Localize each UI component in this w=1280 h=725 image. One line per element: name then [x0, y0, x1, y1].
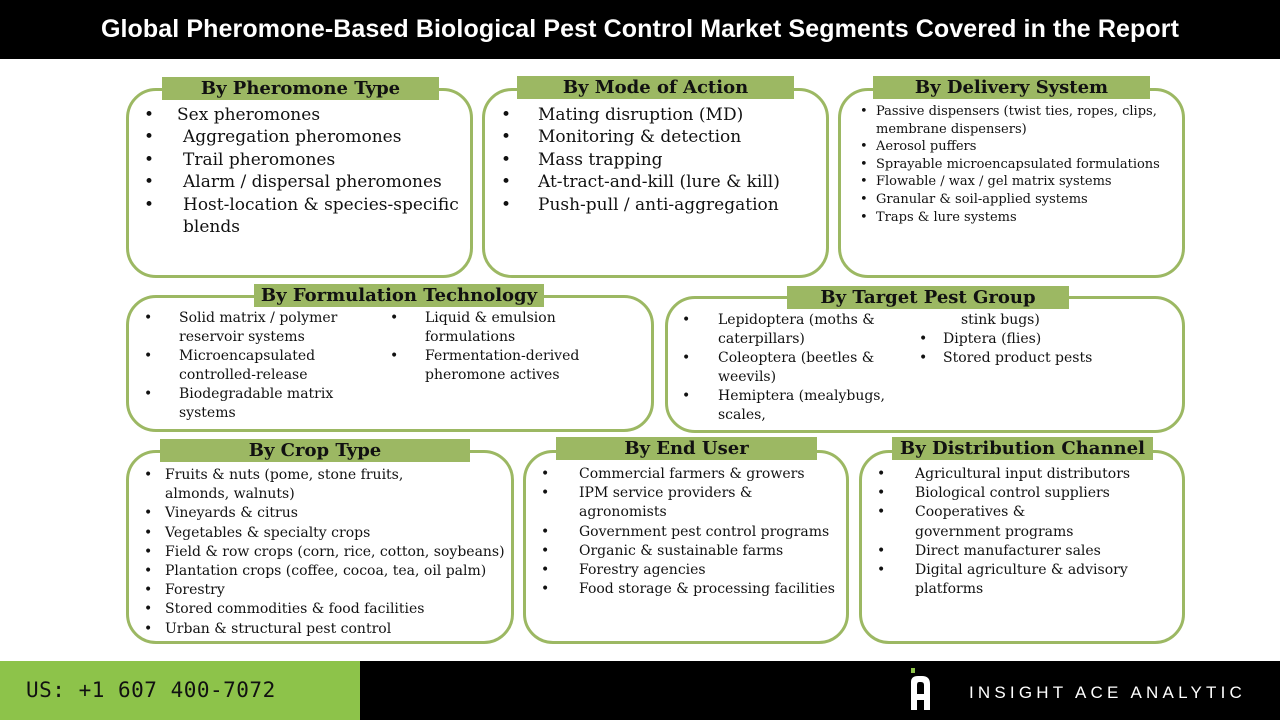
- list-item: Commercial farmers & growers: [541, 465, 842, 484]
- list-item: Aggregation pheromones: [144, 126, 465, 149]
- list-item: Vegetables & specialty crops: [144, 524, 505, 543]
- list-item: Aerosol puffers: [860, 138, 1161, 156]
- list-item: Organic & sustainable farms: [541, 542, 842, 561]
- list-item: Forestry: [144, 581, 505, 600]
- mode-of-action-list: Mating disruption (MD) Monitoring & dete…: [501, 104, 822, 217]
- list-item: At-tract-and-kill (lure & kill): [501, 171, 822, 194]
- list-item: Solid matrix / polymer reservoir systems: [144, 309, 385, 347]
- list-item: Plantation crops (coffee, cocoa, tea, oi…: [144, 562, 505, 581]
- target-pest-group-list-right: Diptera (flies) Stored product pests: [919, 330, 1120, 368]
- insight-ace-logo-icon: [911, 668, 930, 710]
- list-item: Passive dispensers (twist ties, ropes, c…: [860, 103, 1161, 138]
- end-user-heading: By End User: [556, 437, 817, 460]
- mode-of-action-heading: By Mode of Action: [517, 76, 794, 99]
- crop-type-list: Fruits & nuts (pome, stone fruits, almon…: [144, 466, 505, 639]
- list-item: Liquid & emulsion formulations: [390, 309, 621, 347]
- list-item: IPM service providers & agronomists: [541, 484, 759, 522]
- list-item: Biodegradable matrix systems: [144, 385, 385, 423]
- list-item: Sprayable microencapsulated formulations: [860, 156, 1161, 174]
- crop-type-heading: By Crop Type: [160, 439, 470, 462]
- list-item: Alarm / dispersal pheromones: [144, 171, 465, 194]
- footer-brand-bar: INSIGHT ACE ANALYTIC: [360, 661, 1280, 720]
- delivery-system-list: Passive dispensers (twist ties, ropes, c…: [860, 103, 1161, 227]
- list-item: Microencapsulated controlled-release: [144, 347, 385, 385]
- list-item: Forestry agencies: [541, 561, 842, 580]
- list-item: Flowable / wax / gel matrix systems: [860, 173, 1161, 191]
- list-item: Field & row crops (corn, rice, cotton, s…: [144, 543, 505, 562]
- list-item: Hemiptera (mealybugs, scales,: [682, 387, 933, 425]
- target-pest-group-continuation: stink bugs): [961, 312, 1040, 328]
- list-item: Diptera (flies): [919, 330, 1120, 349]
- list-item: Fermentation-derived pheromone actives: [390, 347, 621, 385]
- page-title: Global Pheromone-Based Biological Pest C…: [0, 0, 1280, 59]
- formulation-technology-heading: By Formulation Technology: [254, 284, 544, 307]
- phone-number: US: +1 607 400-7072: [0, 661, 360, 720]
- list-item: Mass trapping: [501, 149, 822, 172]
- list-item: Digital agriculture & advisory platforms: [877, 561, 1130, 599]
- brand-name: INSIGHT ACE ANALYTIC: [968, 683, 1246, 702]
- list-item: Biological control suppliers: [877, 484, 1168, 503]
- list-item: Fruits & nuts (pome, stone fruits, almon…: [144, 466, 455, 504]
- list-item: Trail pheromones: [144, 149, 465, 172]
- list-item: Sex pheromones: [144, 104, 465, 127]
- list-item: Vineyards & citrus: [144, 504, 505, 523]
- list-item: Stored product pests: [919, 349, 1120, 368]
- formulation-technology-list-left: Solid matrix / polymer reservoir systems…: [144, 309, 385, 423]
- delivery-system-heading: By Delivery System: [873, 76, 1150, 99]
- target-pest-group-list-left: Lepidoptera (moths & caterpillars) Coleo…: [682, 311, 933, 425]
- list-item: Monitoring & detection: [501, 126, 822, 149]
- list-item: Food storage & processing facilities: [541, 580, 842, 599]
- pheromone-type-list: Sex pheromones Aggregation pheromones Tr…: [144, 104, 465, 239]
- pheromone-type-heading: By Pheromone Type: [162, 77, 439, 100]
- title-text: Global Pheromone-Based Biological Pest C…: [100, 15, 1180, 43]
- target-pest-group-heading: By Target Pest Group: [787, 286, 1069, 309]
- list-item: Cooperatives & government programs: [877, 503, 1115, 541]
- list-item: Mating disruption (MD): [501, 104, 822, 127]
- list-item: Coleoptera (beetles & weevils): [682, 349, 878, 387]
- list-item: Lepidoptera (moths & caterpillars): [682, 311, 878, 349]
- list-item: Traps & lure systems: [860, 209, 1161, 227]
- phone-text: US: +1 607 400-7072: [26, 678, 276, 702]
- list-item: Host-location & species-specific blends: [144, 194, 465, 239]
- list-item: Urban & structural pest control: [144, 620, 505, 639]
- list-item: Agricultural input distributors: [877, 465, 1168, 484]
- end-user-list: Commercial farmers & growers IPM service…: [541, 465, 842, 600]
- list-item: Stored commodities & food facilities: [144, 600, 505, 619]
- list-item: Direct manufacturer sales: [877, 542, 1168, 561]
- list-item: Push-pull / anti-aggregation: [501, 194, 822, 217]
- formulation-technology-list-right: Liquid & emulsion formulations Fermentat…: [390, 309, 621, 385]
- list-item: Granular & soil-applied systems: [860, 191, 1161, 209]
- distribution-channel-heading: By Distribution Channel: [892, 437, 1153, 460]
- list-item: Government pest control programs: [541, 523, 842, 542]
- distribution-channel-list: Agricultural input distributors Biologic…: [877, 465, 1168, 599]
